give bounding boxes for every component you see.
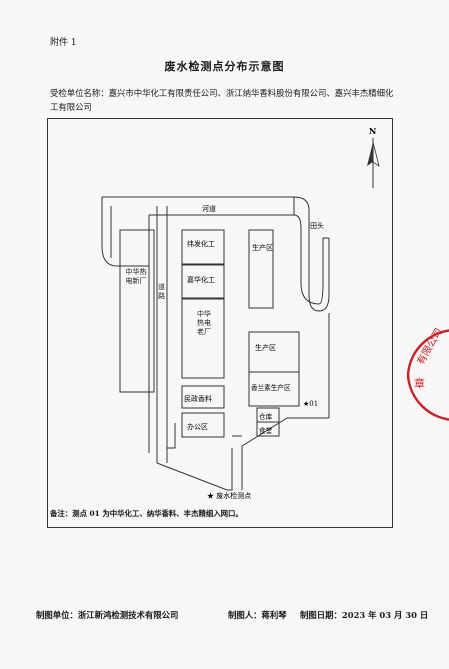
note: 备注：测点 01 为中华化工、纳华香料、丰杰精细入网口。 [50, 509, 243, 518]
legend: ★ 废水检测点 [207, 491, 251, 500]
prod-top-label: 生产区 [252, 243, 273, 252]
weifa-label: 纬发化工 [187, 239, 215, 248]
company-seal: 有限公司 章 [406, 326, 449, 421]
office-label: 办公区 [187, 422, 208, 431]
seal-text-bottom: 章 [414, 376, 425, 390]
field-label: 田头 [310, 221, 324, 230]
map-frame [47, 118, 393, 528]
prod-mid-label: 生产区 [255, 343, 276, 352]
canteen-label: 食堂 [259, 426, 273, 435]
road-label: 道路 [158, 283, 165, 300]
north-label: N [369, 126, 376, 136]
client-units: 受检单位名称：嘉兴市中华化工有限责任公司、浙江纳华香料股份有限公司、嘉兴丰杰精细… [50, 88, 394, 112]
vanillin-label: 香兰素生产区 [251, 383, 291, 392]
river-label: 河道 [202, 204, 216, 213]
page-title: 废水检测点分布示意图 [164, 60, 285, 73]
map-drafter: 制图人：蒋利琴 [228, 610, 287, 620]
minzheng-label: 民政香料 [184, 394, 212, 403]
site-map: N 河道 田头 纬发化工 嘉华化工 生产区 生产区 香兰素生产区 ★01 民政香… [101, 126, 380, 500]
map-maker: 制图单位：浙江新鸿检测技术有限公司 [36, 610, 179, 620]
warehouse-label: 仓库 [259, 412, 273, 421]
north-arrow-icon: N [367, 126, 380, 188]
point-01-marker: ★01 [303, 400, 318, 408]
attachment-label: 附件 1 [50, 38, 77, 48]
map-date: 制图日期：2023 年 03 月 30 日 [300, 610, 429, 620]
zhonghua-new-label: 中华热电新厂 [125, 268, 147, 285]
jiahua-label: 嘉华化工 [187, 275, 215, 284]
zhonghua-old-label: 中华热电老厂 [197, 310, 211, 336]
